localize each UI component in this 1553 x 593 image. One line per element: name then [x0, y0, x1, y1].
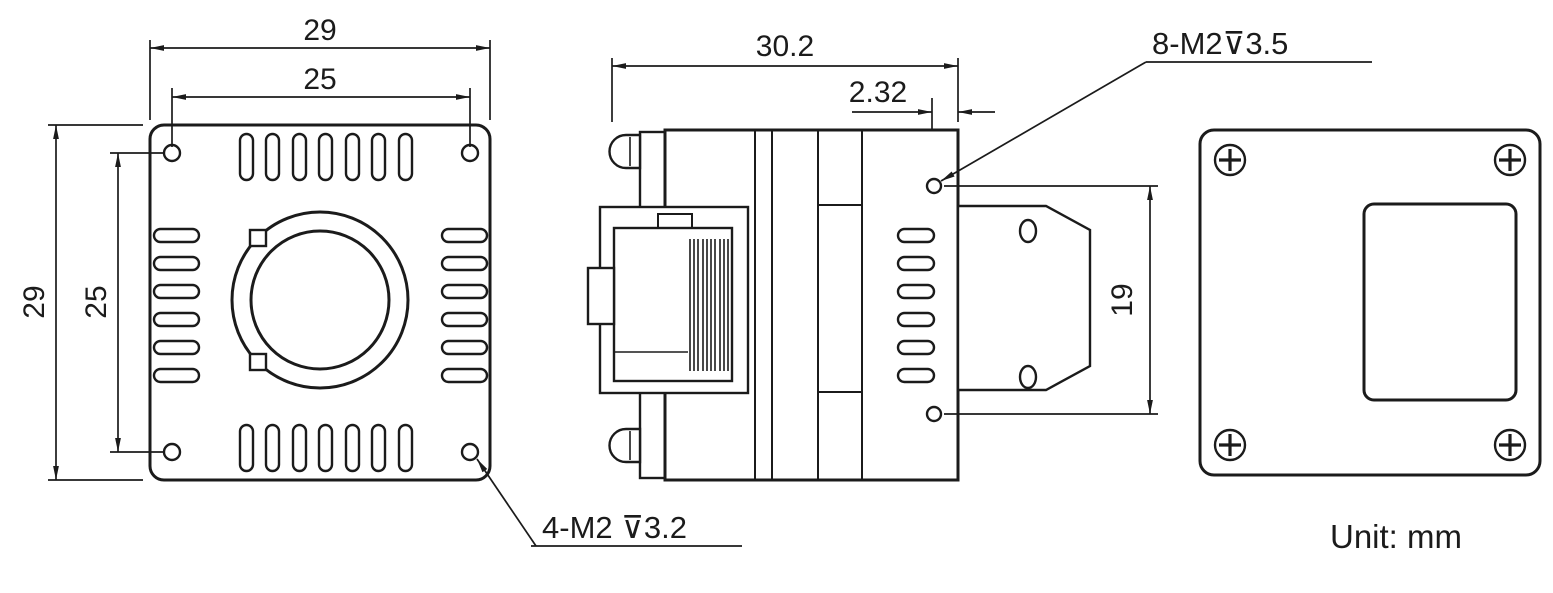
lens-notch [248, 228, 268, 248]
fin-slot [238, 132, 255, 182]
fin-slot [152, 339, 201, 356]
lens-mount-inner-circle [249, 229, 391, 371]
fin-slot [152, 227, 201, 244]
fin-slot [440, 311, 489, 328]
side-thread-callout-label: 8-M2⊽3.5 [1152, 26, 1288, 61]
fin-slot [344, 132, 361, 182]
mounting-hole [460, 442, 480, 462]
rear-threaded-hole [925, 177, 943, 195]
fin-slot [896, 283, 936, 300]
fin-slot [291, 423, 308, 473]
mounting-screw [608, 427, 642, 464]
rj45-pins [689, 239, 729, 371]
fin-slot [896, 311, 936, 328]
back-screw [1213, 143, 1247, 177]
front-view [148, 123, 492, 482]
fin-slot [152, 311, 201, 328]
fin-slot [152, 367, 201, 384]
front-left-fins [152, 227, 201, 384]
fin-slot [152, 255, 201, 272]
connector-hole [1018, 364, 1038, 390]
lens-notch [248, 352, 268, 372]
unit-label: Unit: mm [1330, 518, 1462, 555]
back-view [1198, 128, 1542, 477]
side-fins [896, 227, 936, 384]
front-top-fins [238, 132, 414, 182]
back-screw [1213, 428, 1247, 462]
fin-slot [896, 227, 936, 244]
leader-line [476, 458, 537, 547]
rj45-connector [586, 205, 750, 395]
fin-slot [440, 367, 489, 384]
fin-slot [370, 132, 387, 182]
dim-front-hole-spacing-h-label: 25 [303, 63, 336, 96]
dim-side-rear-plate-label: 2.32 [849, 76, 907, 109]
fin-slot [370, 423, 387, 473]
rear-connector [956, 204, 1092, 392]
fin-slot [397, 132, 414, 182]
dim-side-hole-spacing-label: 19 [1106, 283, 1139, 316]
fin-slot [896, 339, 936, 356]
fin-slot [440, 255, 489, 272]
fin-slot [896, 255, 936, 272]
rj45-latch [586, 266, 616, 326]
rear-connector-body [956, 204, 1092, 392]
mounting-hole [162, 442, 182, 462]
fin-slot [397, 423, 414, 473]
mounting-hole [460, 143, 480, 163]
back-screw [1493, 143, 1527, 177]
fin-slot [152, 283, 201, 300]
back-opening [1362, 202, 1518, 402]
fin-slot [344, 423, 361, 473]
dim-front-hole-spacing-v-label: 25 [80, 285, 113, 318]
fin-slot [238, 423, 255, 473]
fin-slot [291, 132, 308, 182]
leader-line [940, 61, 1147, 182]
front-thread-callout-label: 4-M2 ⊽3.2 [542, 510, 687, 545]
fin-slot [440, 339, 489, 356]
fin-slot [264, 423, 281, 473]
front-bottom-fins [238, 423, 414, 473]
back-screw [1493, 428, 1527, 462]
front-right-fins [440, 227, 489, 384]
fin-slot [317, 132, 334, 182]
dim-front-width-label: 29 [303, 14, 336, 47]
side-view [586, 128, 1092, 482]
mounting-hole [162, 143, 182, 163]
side-dimensions: 30.2 2.32 19 8-M2⊽3.5 [611, 26, 1372, 415]
dim-front-height-label: 29 [18, 285, 51, 318]
fin-slot [317, 423, 334, 473]
fin-slot [896, 367, 936, 384]
connector-hole [1018, 218, 1038, 244]
fin-slot [440, 227, 489, 244]
fin-slot [440, 283, 489, 300]
front-dimensions: 29 25 29 25 4-M2 ⊽3.2 [18, 14, 742, 547]
rear-threaded-hole [925, 405, 943, 423]
fin-slot [264, 132, 281, 182]
mounting-screw [608, 133, 642, 170]
dim-side-depth-label: 30.2 [756, 30, 814, 63]
